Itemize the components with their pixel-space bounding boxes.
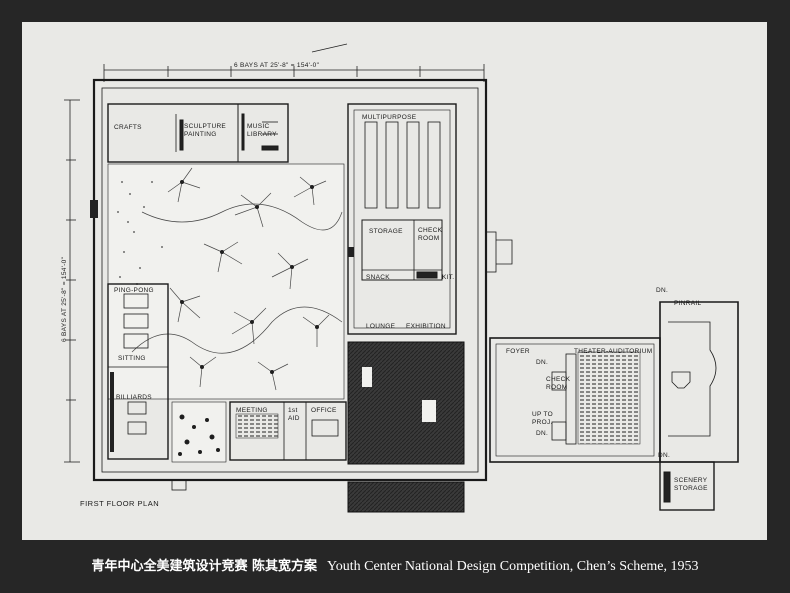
entries	[171, 231, 513, 491]
main-building-walls	[92, 78, 488, 482]
crafts-wing	[107, 103, 289, 163]
theater-wing	[489, 301, 739, 511]
label-room: ROOM	[418, 235, 439, 242]
label-meeting: MEETING	[236, 407, 268, 414]
label-ping-pong: PING-PONG	[114, 287, 154, 294]
dim-top-label: 6 BAYS AT 25'-8" = 154'-0"	[234, 62, 320, 69]
label-first-aid: 1st	[288, 407, 298, 414]
label-up-to: UP TO	[532, 411, 553, 418]
caption-chinese: 青年中心全美建筑设计竞赛 陈其宽方案	[91, 559, 318, 574]
label-pinrail: PINRAIL	[674, 300, 701, 307]
plan-title: FIRST FLOOR PLAN	[80, 499, 159, 508]
label-dn-1: DN.	[536, 359, 548, 366]
label-billiards: BILLIARDS	[116, 394, 152, 401]
label-lounge: LOUNGE	[366, 323, 396, 330]
label-scenery: SCENERY	[674, 477, 708, 484]
caption: 青年中心全美建筑设计竞赛 陈其宽方案 Youth Center National …	[0, 555, 790, 575]
label-foyer: FOYER	[506, 348, 530, 355]
plan-sheet: 6 BAYS AT 25'-8" = 154'-0" 6 BAYS AT 25'…	[22, 22, 767, 540]
multipurpose-wing	[347, 103, 457, 335]
label-painting: PAINTING	[184, 131, 217, 138]
label-multipurpose: MULTIPURPOSE	[362, 114, 417, 121]
label-scenery-storage: STORAGE	[674, 485, 708, 492]
label-music: MUSIC	[247, 123, 269, 130]
label-dn-2: DN.	[536, 430, 548, 437]
left-dimension	[64, 99, 80, 463]
label-storage: STORAGE	[369, 228, 403, 235]
label-office: OFFICE	[311, 407, 337, 414]
office-wing	[229, 401, 347, 461]
label-check: CHECK	[418, 227, 443, 234]
caption-english: Youth Center National Design Competition…	[327, 559, 699, 574]
label-aid: AID	[288, 415, 300, 422]
floor-plan-drawing: 6 BAYS AT 25'-8" = 154'-0" 6 BAYS AT 25'…	[61, 43, 739, 513]
top-dimension	[103, 43, 485, 82]
courtyard-landscape	[107, 163, 345, 463]
label-crafts: CRAFTS	[114, 124, 142, 131]
label-proj: PROJ.	[532, 419, 553, 426]
label-dn-3: DN.	[656, 287, 668, 294]
label-theater-check: CHECK	[546, 376, 571, 383]
label-theater: THEATER-AUDITORIUM	[574, 348, 652, 355]
label-sculpture: SCULPTURE	[184, 123, 226, 130]
label-dn-4: DN.	[658, 452, 670, 459]
label-snack: SNACK	[366, 274, 390, 281]
label-sitting: SITTING	[118, 355, 146, 362]
games-wing	[90, 200, 169, 460]
dim-left-label: 6 BAYS AT 25'-8" = 154'-0"	[61, 256, 68, 342]
hatched-court	[347, 341, 465, 513]
label-library: LIBRARY	[247, 131, 277, 138]
label-kitchen: KIT.	[442, 274, 454, 281]
label-exhibition: EXHIBITION	[406, 323, 446, 330]
label-theater-room: ROOM	[546, 384, 567, 391]
